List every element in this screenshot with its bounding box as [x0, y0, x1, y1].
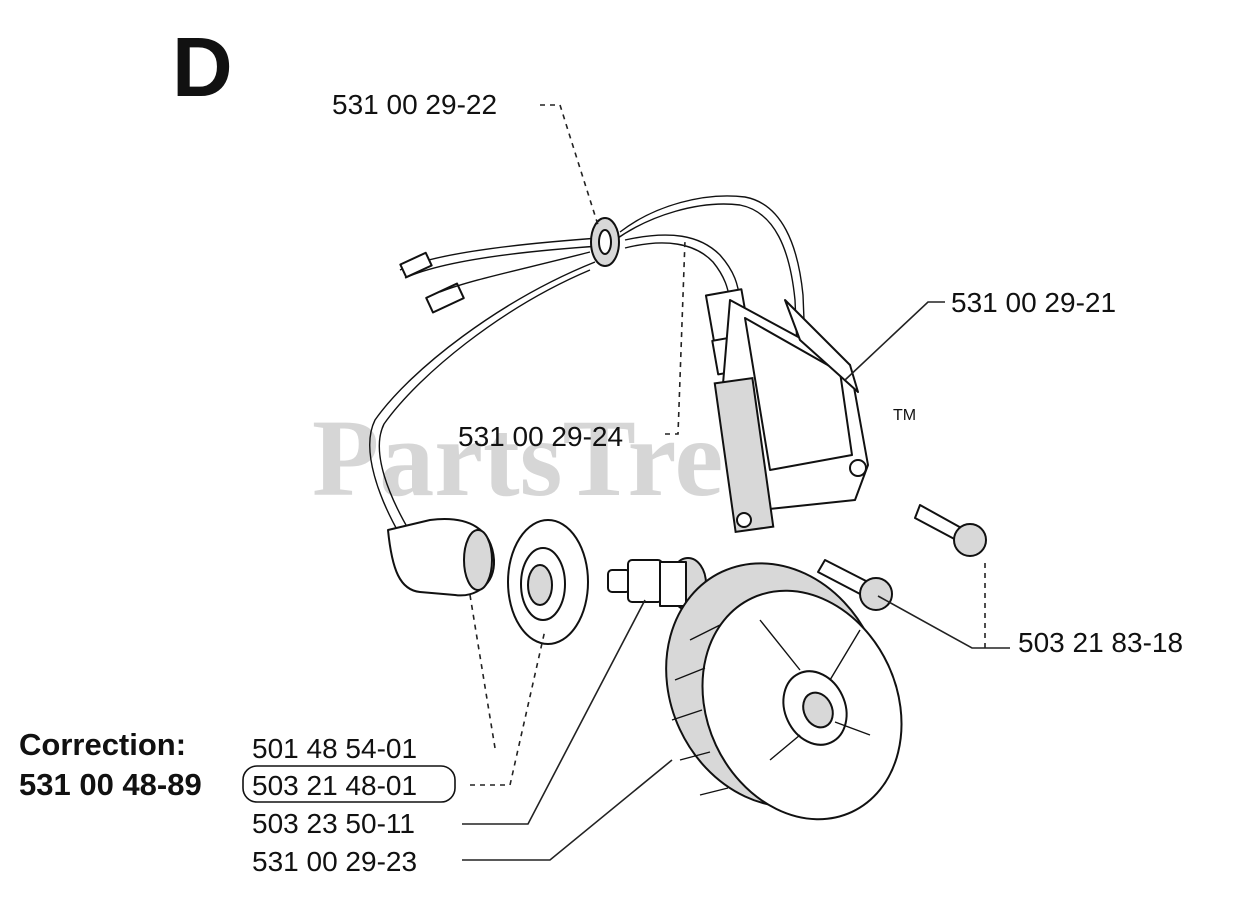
- callout-p6: 503 21 48-01: [252, 770, 417, 801]
- correction-note: Correction: 531 00 48-89: [19, 727, 202, 802]
- spark-plug: [607, 557, 707, 611]
- leader-lines: [462, 104, 1010, 861]
- watermark-text: PartsTree: [312, 397, 772, 519]
- watermark-trademark: TM: [893, 407, 916, 424]
- spark-plug-cap: [387, 518, 496, 597]
- callout-p8: 531 00 29-23: [252, 846, 417, 877]
- callout-p6-box: [242, 765, 456, 803]
- callout-labels: 531 00 29-22 531 00 29-21 531 00 29-24 5…: [242, 89, 1183, 877]
- callout-p4: 503 21 83-18: [1018, 627, 1183, 658]
- module-screws: [817, 504, 987, 611]
- callout-p7: 503 23 50-11: [252, 808, 415, 839]
- callout-p1: 531 00 29-22: [332, 89, 497, 120]
- ignition-module: [713, 299, 869, 534]
- flywheel: [665, 562, 903, 821]
- cap-spring: [507, 519, 589, 645]
- callout-p5: 501 48 54-01: [252, 733, 417, 764]
- correction-part-number: 531 00 48-89: [19, 767, 202, 802]
- section-letter: D: [172, 20, 233, 114]
- callout-p2: 531 00 29-21: [951, 287, 1116, 318]
- correction-label: Correction:: [19, 727, 186, 762]
- callout-p3: 531 00 29-24: [458, 421, 623, 452]
